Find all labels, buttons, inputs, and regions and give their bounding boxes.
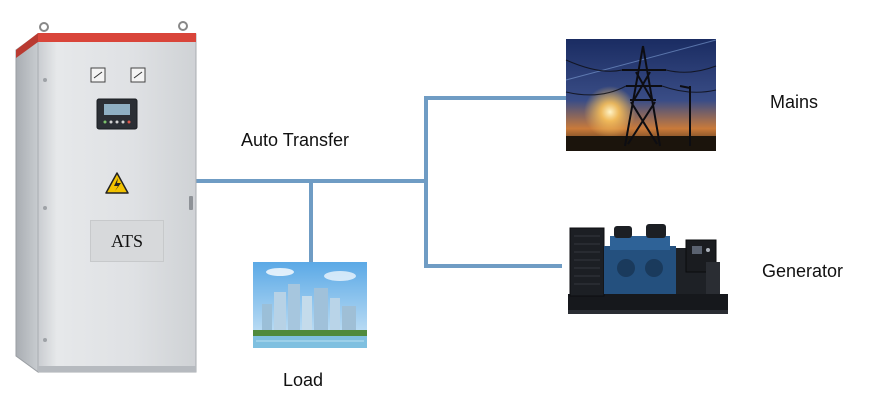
diesel-generator-set-image [568, 224, 728, 314]
ats-cabinet-image [15, 21, 197, 373]
cabinet-top-strip [38, 33, 196, 42]
city-buildings-image [253, 262, 367, 348]
ats-label: ATS [90, 220, 164, 262]
electrical-warning-icon [105, 172, 129, 194]
mains-label: Mains [770, 92, 819, 112]
load-label: Load [283, 370, 324, 390]
power-transmission-tower-image [565, 39, 717, 151]
connector-lines [195, 96, 566, 268]
generator-label: Generator [762, 261, 844, 281]
auto-transfer-label: Auto Transfer [241, 130, 350, 150]
